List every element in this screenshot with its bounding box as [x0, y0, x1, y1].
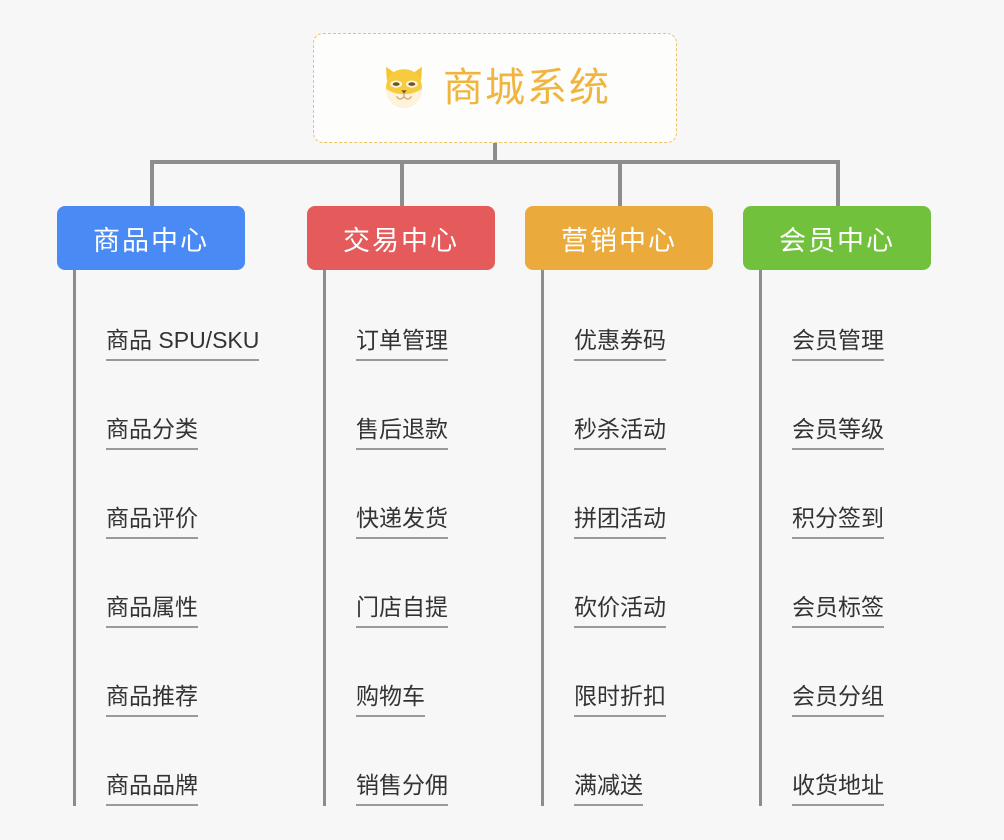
category-title-1: 商品中心 — [93, 225, 209, 256]
leaf-item[interactable]: 商品分类 — [76, 361, 245, 450]
leaf-label: 会员管理 — [792, 327, 884, 361]
leaf-label: 秒杀活动 — [574, 416, 666, 450]
leaf-item[interactable]: 商品推荐 — [76, 628, 245, 717]
leaf-item[interactable]: 购物车 — [326, 628, 495, 717]
branch-column-3: 营销中心 优惠券码 秒杀活动 拼团活动 砍价活动 限时折扣 满减送 — [525, 206, 713, 806]
leaf-label: 会员标签 — [792, 594, 884, 628]
leaf-label: 门店自提 — [356, 594, 448, 628]
leaf-list-4: 会员管理 会员等级 积分签到 会员标签 会员分组 收货地址 — [759, 270, 931, 806]
shiba-inu-dog-icon — [386, 66, 422, 108]
leaf-item[interactable]: 限时折扣 — [544, 628, 713, 717]
leaf-label: 订单管理 — [356, 327, 448, 361]
leaf-label: 商品属性 — [106, 594, 198, 628]
leaf-item[interactable]: 快递发货 — [326, 450, 495, 539]
leaf-label: 会员分组 — [792, 683, 884, 717]
leaf-label: 商品推荐 — [106, 683, 198, 717]
connector-horizontal-bus — [150, 160, 840, 164]
category-box-1[interactable]: 商品中心 — [57, 206, 245, 270]
leaf-item[interactable]: 优惠券码 — [544, 272, 713, 361]
branch-column-4: 会员中心 会员管理 会员等级 积分签到 会员标签 会员分组 收货地址 — [743, 206, 931, 806]
leaf-item[interactable]: 积分签到 — [762, 450, 931, 539]
connector-drop-2 — [400, 160, 404, 208]
leaf-item[interactable]: 商品 SPU/SKU — [76, 272, 260, 361]
leaf-item[interactable]: 订单管理 — [326, 272, 495, 361]
leaf-item[interactable]: 收货地址 — [762, 717, 931, 806]
leaf-label: 快递发货 — [356, 505, 448, 539]
leaf-label: 商品分类 — [106, 416, 198, 450]
leaf-label: 售后退款 — [356, 416, 448, 450]
branch-column-2: 交易中心 订单管理 售后退款 快递发货 门店自提 购物车 销售分佣 — [307, 206, 495, 806]
connector-drop-1 — [150, 160, 154, 208]
leaf-list-1: 商品 SPU/SKU 商品分类 商品评价 商品属性 商品推荐 商品品牌 — [73, 270, 260, 806]
leaf-item[interactable]: 满减送 — [544, 717, 713, 806]
leaf-label: 砍价活动 — [574, 594, 666, 628]
leaf-label: 积分签到 — [792, 505, 884, 539]
connector-drop-3 — [618, 160, 622, 208]
leaf-list-2: 订单管理 售后退款 快递发货 门店自提 购物车 销售分佣 — [323, 270, 495, 806]
leaf-label: 销售分佣 — [356, 772, 448, 806]
leaf-label: 商品 SPU/SKU — [106, 327, 260, 361]
leaf-item[interactable]: 商品评价 — [76, 450, 245, 539]
leaf-item[interactable]: 门店自提 — [326, 539, 495, 628]
leaf-item[interactable]: 销售分佣 — [326, 717, 495, 806]
root-title: 商城系统 — [443, 66, 611, 110]
leaf-label: 商品品牌 — [106, 772, 198, 806]
leaf-item[interactable]: 拼团活动 — [544, 450, 713, 539]
leaf-label: 限时折扣 — [574, 683, 666, 717]
leaf-item[interactable]: 商品属性 — [76, 539, 245, 628]
leaf-label: 拼团活动 — [574, 505, 666, 539]
category-box-3[interactable]: 营销中心 — [525, 206, 713, 270]
category-box-2[interactable]: 交易中心 — [307, 206, 495, 270]
leaf-item[interactable]: 秒杀活动 — [544, 361, 713, 450]
connector-root-vertical — [493, 143, 497, 164]
leaf-item[interactable]: 会员管理 — [762, 272, 931, 361]
category-title-4: 会员中心 — [779, 225, 895, 256]
leaf-item[interactable]: 商品品牌 — [76, 717, 245, 806]
branch-column-1: 商品中心 商品 SPU/SKU 商品分类 商品评价 商品属性 商品推荐 商品品牌 — [57, 206, 260, 806]
leaf-label: 购物车 — [356, 683, 425, 717]
connector-drop-4 — [836, 160, 840, 208]
leaf-label: 会员等级 — [792, 416, 884, 450]
leaf-item[interactable]: 会员标签 — [762, 539, 931, 628]
root-node[interactable]: 商城系统 — [313, 33, 677, 143]
category-title-2: 交易中心 — [343, 225, 459, 256]
leaf-label: 收货地址 — [792, 772, 884, 806]
category-title-3: 营销中心 — [561, 225, 677, 256]
leaf-item[interactable]: 会员等级 — [762, 361, 931, 450]
leaf-item[interactable]: 砍价活动 — [544, 539, 713, 628]
leaf-item[interactable]: 会员分组 — [762, 628, 931, 717]
category-box-4[interactable]: 会员中心 — [743, 206, 931, 270]
leaf-list-3: 优惠券码 秒杀活动 拼团活动 砍价活动 限时折扣 满减送 — [541, 270, 713, 806]
leaf-label: 优惠券码 — [574, 327, 666, 361]
leaf-label: 商品评价 — [106, 505, 198, 539]
leaf-item[interactable]: 售后退款 — [326, 361, 495, 450]
leaf-label: 满减送 — [574, 772, 643, 806]
